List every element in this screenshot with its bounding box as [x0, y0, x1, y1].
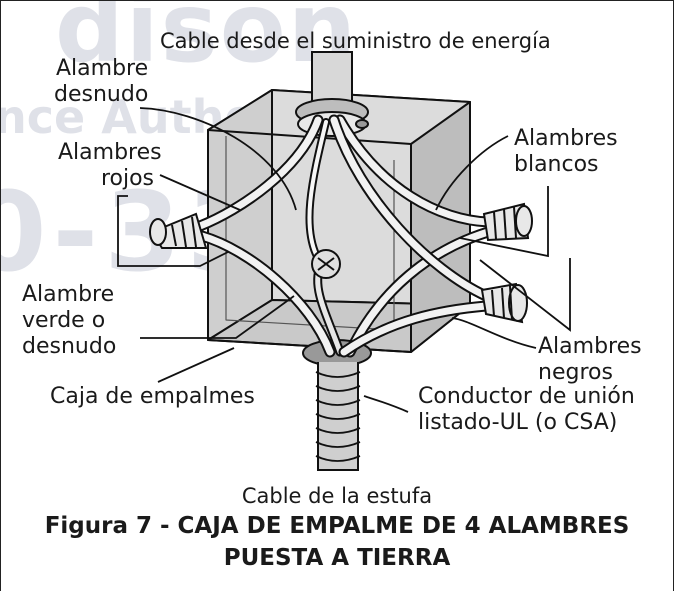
label-bare-wire-line-1: Alambre: [56, 56, 149, 81]
label-conductor-line-1: Conductor de unión: [418, 384, 635, 409]
label-conductor: Conductor de unión listado-UL (o CSA): [418, 384, 635, 436]
leader-red-wires-a: [159, 174, 241, 211]
label-green-wire-line-2: verde o: [22, 308, 106, 333]
label-bare-wire: Alambre desnudo: [54, 56, 149, 108]
label-black-wires-line-1: Alambres: [538, 334, 642, 359]
ground-screw: [311, 249, 341, 279]
figure-title-line-2: PUESTA A TIERRA: [223, 545, 451, 571]
label-white-wires-line-1: Alambres: [514, 126, 618, 151]
label-green-wire-line-3: desnudo: [22, 334, 117, 359]
leader-lines: [117, 107, 571, 413]
figure-title-line-1: Figura 7 - CAJA DE EMPALME DE 4 ALAMBRES: [44, 513, 630, 539]
label-red-wires: Alambres rojos: [58, 140, 162, 192]
label-red-wires-line-2: rojos: [100, 166, 154, 191]
leader-bare-wire: [139, 107, 297, 211]
label-white-wires-line-2: blancos: [514, 152, 599, 177]
leader-green-wire: [140, 295, 295, 339]
leader-black-wires-b: [451, 317, 537, 349]
label-black-wires-line-2: negros: [538, 360, 613, 385]
leader-red-wires-bracket: [117, 195, 229, 267]
label-black-wires: Alambres negros: [538, 334, 642, 386]
leader-conductor: [363, 395, 409, 413]
label-white-wires: Alambres blancos: [514, 126, 618, 178]
label-junction-box: Caja de empalmes: [50, 384, 255, 409]
label-red-wires-line-1: Alambres: [58, 140, 162, 165]
figure-border-top: [0, 0, 674, 1]
leader-white-wires-b: [459, 186, 549, 258]
watermark-line-1: dison: [55, 0, 359, 84]
wire-nut-left: [149, 212, 208, 249]
label-conductor-line-2: listado-UL (o CSA): [418, 410, 618, 435]
leader-white-wires-a: [435, 135, 509, 211]
figure-border-left: [0, 0, 1, 591]
label-supply-cable: Cable desde el suministro de energía: [160, 29, 551, 53]
label-bare-wire-line-2: desnudo: [54, 82, 149, 107]
wire-nut-upper-right: [482, 202, 533, 242]
leader-junction-box: [157, 347, 235, 383]
bottom-conduit: [302, 339, 372, 471]
label-range-cable: Cable de la estufa: [241, 484, 433, 508]
wire-nut-lower-right: [480, 282, 528, 324]
label-green-wire-line-1: Alambre: [22, 282, 115, 307]
leader-black-wires-a: [479, 258, 571, 332]
label-green-wire: Alambre verde o desnudo: [22, 282, 116, 360]
